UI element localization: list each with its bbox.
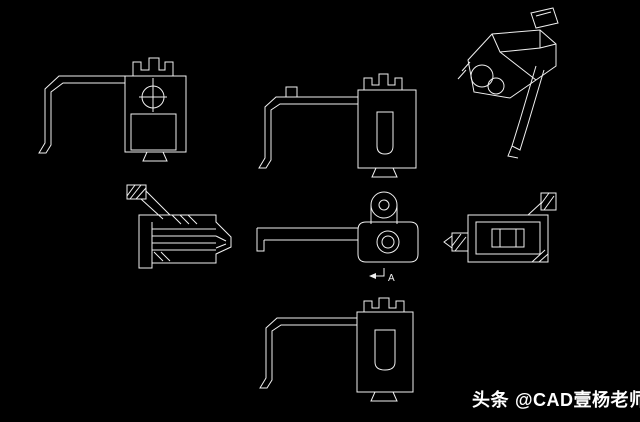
iso-top-tab-inner [536,12,551,16]
clamp-outline [139,215,231,268]
iso-hole-1 [471,65,493,87]
bottom-foot [371,392,397,401]
bottom-foot [372,168,397,177]
protrusion-hatch [452,234,466,251]
clamp-hole-outer [377,231,399,253]
clamp-hole-inner [382,236,394,248]
watermark: 头条 @CAD壹杨老师 [472,386,640,412]
top-clips [364,298,404,312]
corner-hatch [532,250,548,262]
view-isometric [458,8,558,158]
tab-connector [528,203,541,215]
boss-tangents [371,205,397,224]
view-section-left [127,185,231,268]
view-section-right [444,193,556,262]
bent-arm [39,76,125,153]
watermark-brand: 头条 [472,390,509,410]
bent-arm [259,97,358,168]
section-label-a: A [388,273,395,284]
inner-detail [492,229,524,247]
tab-outline [127,185,146,199]
ground-symbol-cross [139,78,167,112]
iso-body [468,30,556,98]
iso-hatch [458,62,470,79]
body-outline [125,76,186,152]
view-elevation-top-center [259,74,416,177]
body-outline [357,312,413,392]
boss-outer-circle [371,192,397,218]
boss-inner-circle [379,200,389,210]
iso-body-edges [492,30,556,80]
tab-hatch [127,185,146,199]
iso-hole-2 [488,78,504,94]
bottom-foot [143,152,167,161]
arm-clip [286,87,297,97]
top-clips [364,74,402,90]
bar-left-hook [257,228,264,251]
tab-connector [141,191,170,219]
hatch-lower [154,252,170,261]
plate-lines [152,222,216,263]
view-elevation-bottom [260,298,413,401]
inner-slot [377,112,393,154]
iso-arm-foot [508,120,528,158]
body-outline [468,215,548,262]
tip-lines [216,236,226,248]
inner-frame [476,222,540,254]
iso-top-tab [531,8,558,28]
view-elevation-top-left [39,58,186,161]
top-clips [133,58,173,76]
hatch-upper [172,215,197,224]
iso-arm [520,66,544,124]
bent-arm [260,318,357,388]
inner-block [131,114,176,150]
watermark-handle: @CAD壹杨老师 [515,390,640,410]
top-tab-hatch [541,193,554,210]
left-tip [444,236,452,248]
section-arrow-line [376,268,384,276]
inner-slot [375,330,395,370]
section-arrowhead [369,273,376,279]
clamp-rounded-body [358,222,418,262]
body-outline [358,90,416,168]
top-tab [541,193,556,210]
left-protrusion [452,233,468,251]
view-plan-top: A [257,192,418,284]
